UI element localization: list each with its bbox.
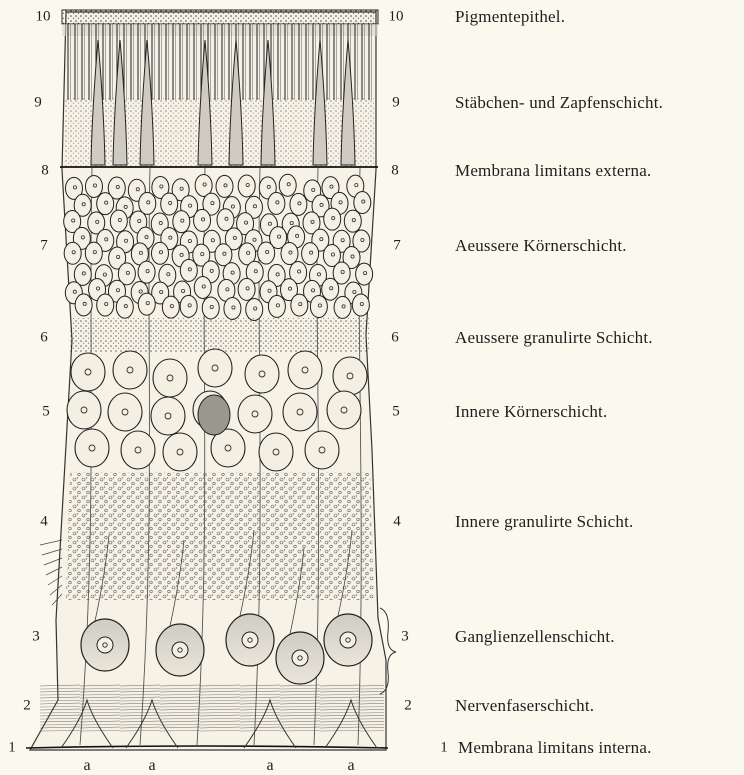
layer-number-right: 1 xyxy=(440,740,448,757)
layer-number-left: 1 xyxy=(8,740,16,757)
inner-nucleus xyxy=(108,393,142,431)
inner-nucleus xyxy=(71,353,105,391)
layer-label: Stäbchen- und Zapfenschicht. xyxy=(455,93,663,113)
dark-nucleus xyxy=(198,395,230,435)
layer-label: Membrana limitans externa. xyxy=(455,161,651,181)
layer-number-left: 6 xyxy=(40,330,48,347)
inner-nucleus xyxy=(113,351,147,389)
layer-label: Aeussere Körnerschicht. xyxy=(455,236,627,256)
layer-number-right: 8 xyxy=(391,163,399,180)
inner-nucleus xyxy=(238,395,272,433)
inner-nucleus xyxy=(327,391,361,429)
inner-nucleus xyxy=(75,429,109,467)
layer-number-left: 7 xyxy=(40,238,48,255)
inner-nucleus xyxy=(67,391,101,429)
layer-number-left: 10 xyxy=(36,9,51,26)
pigment-shading xyxy=(62,24,378,36)
inner-nucleus xyxy=(198,349,232,387)
ganglion-nucleus xyxy=(242,632,258,648)
layer-number-left: 4 xyxy=(40,514,48,531)
inner-nucleus xyxy=(288,351,322,389)
inner-granular-band xyxy=(66,472,374,600)
layer-number-right: 5 xyxy=(392,404,400,421)
inner-nucleus xyxy=(153,359,187,397)
inner-nucleus xyxy=(151,397,185,435)
layer-label: Innere Körnerschicht. xyxy=(455,402,607,422)
layer-label: Innere granulirte Schicht. xyxy=(455,512,633,532)
layer-number-right: 2 xyxy=(404,698,412,715)
ganglion-nucleus xyxy=(172,642,188,658)
layer-number-right: 4 xyxy=(393,514,401,531)
bottom-mark-a: a xyxy=(83,757,90,775)
layer-number-right: 6 xyxy=(391,330,399,347)
ganglion-nucleus xyxy=(292,650,308,666)
layer-number-left: 3 xyxy=(32,629,40,646)
layer-number-left: 5 xyxy=(42,404,50,421)
inner-nucleus xyxy=(333,357,367,395)
bottom-mark-a: a xyxy=(266,757,273,775)
pigment-epithelium-band xyxy=(62,10,378,24)
inner-nucleus xyxy=(283,393,317,431)
layer-number-left: 8 xyxy=(41,163,49,180)
dendrite xyxy=(42,549,62,555)
layer-number-right: 3 xyxy=(401,629,409,646)
inner-nucleus xyxy=(245,355,279,393)
layer-number-right: 9 xyxy=(392,95,400,112)
layer-number-right: 7 xyxy=(393,238,401,255)
layer-label: Ganglienzellenschicht. xyxy=(455,627,615,647)
dendrite xyxy=(40,540,62,545)
layer-label: Pigmentepithel. xyxy=(455,7,565,27)
layer-label: Membrana limitans interna. xyxy=(458,738,652,758)
ganglion-nucleus xyxy=(97,637,113,653)
layer-number-left: 2 xyxy=(23,698,31,715)
layer-label: Nervenfaserschicht. xyxy=(455,696,594,716)
rod-inner-segments xyxy=(64,98,376,166)
inner-nucleus xyxy=(259,433,293,471)
ganglion-nucleus xyxy=(340,632,356,648)
layer-label: Aeussere granulirte Schicht. xyxy=(455,328,653,348)
inner-nucleus xyxy=(163,433,197,471)
bottom-mark-a: a xyxy=(347,757,354,775)
layer-number-right: 10 xyxy=(389,9,404,26)
outer-granular-band xyxy=(70,318,370,352)
bottom-mark-a: a xyxy=(148,757,155,775)
layer-number-left: 9 xyxy=(34,95,42,112)
nerve-fiber-band xyxy=(40,684,384,732)
inner-nucleus xyxy=(121,431,155,469)
inner-nucleus xyxy=(305,431,339,469)
